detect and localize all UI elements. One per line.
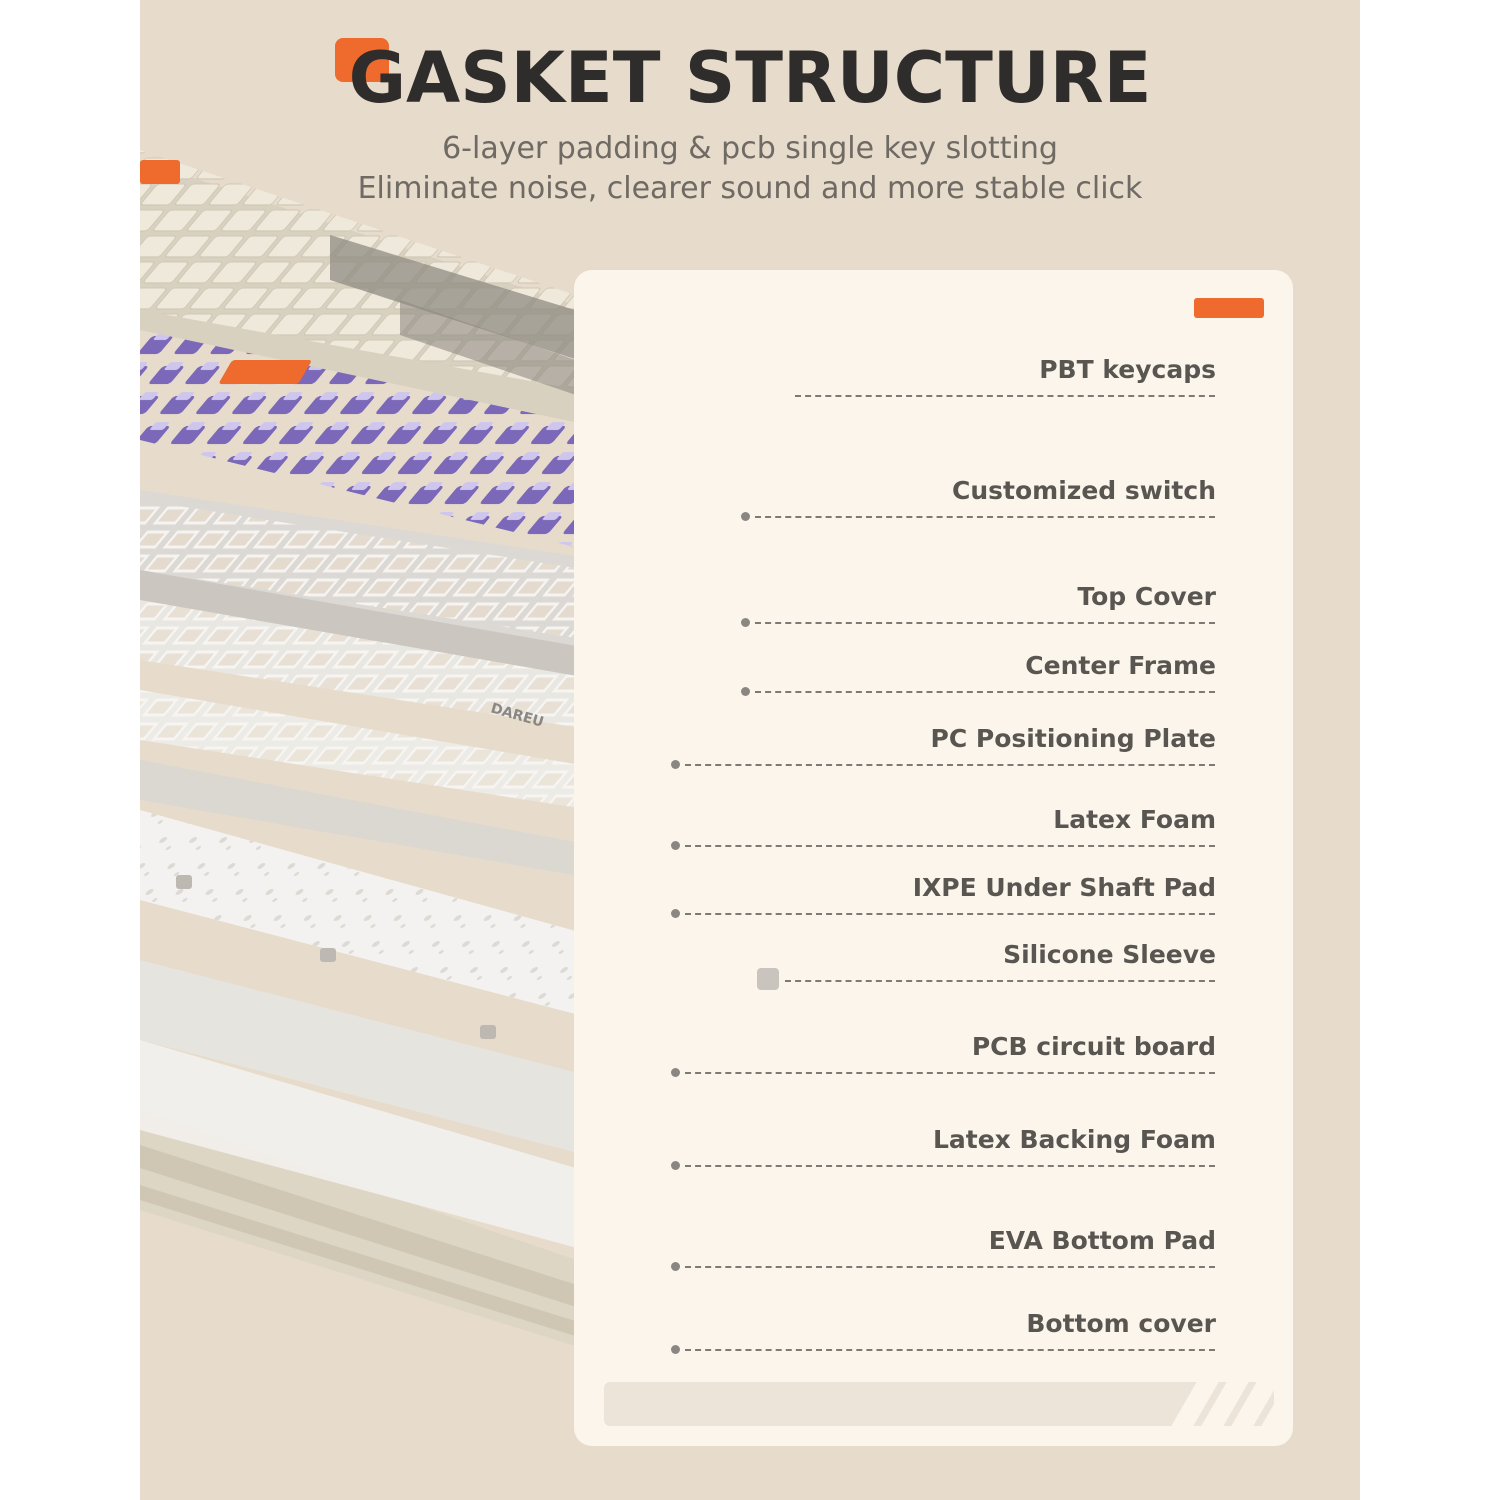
infographic-canvas: DAREU GASKET STRUCTURE 6-layer padding &…	[140, 0, 1360, 1500]
silicone-sleeve-piece	[320, 948, 336, 962]
leader-line-eva-pad	[685, 1266, 1215, 1268]
leader-line-ixpe-pad	[685, 913, 1215, 915]
accent-tab	[1194, 298, 1264, 318]
silicone-sleeve-piece	[176, 875, 192, 889]
layer-label-eva-bottom-pad: EVA Bottom Pad	[988, 1226, 1216, 1255]
page-title: GASKET STRUCTURE	[334, 30, 1151, 126]
leader-line-latex-foam	[685, 845, 1215, 847]
subtitle-line-1: 6-layer padding & pcb single key slottin…	[442, 131, 1058, 166]
leader-line-switch	[755, 516, 1215, 518]
leader-dot-pcb	[671, 1068, 680, 1077]
leader-line-keycaps	[795, 395, 1215, 397]
leader-dot-latex-backing	[671, 1161, 680, 1170]
leader-dot-latex-foam	[671, 841, 680, 850]
leader-dot-switch	[741, 512, 750, 521]
leader-line-latex-backing	[685, 1165, 1215, 1167]
layer-label-silicone-sleeve: Silicone Sleeve	[1003, 940, 1216, 969]
leader-line-pc-plate	[685, 764, 1215, 766]
silicone-sleeve-piece	[480, 1025, 496, 1039]
layer-label-pc-positioning-plate: PC Positioning Plate	[930, 724, 1216, 753]
leader-dot-top-cover	[741, 618, 750, 627]
leader-line-top-cover	[755, 622, 1215, 624]
title-accent-mark	[334, 38, 389, 82]
layer-label-center-frame: Center Frame	[1025, 651, 1216, 680]
layer-label-pcb-circuit-board: PCB circuit board	[971, 1032, 1216, 1061]
header: GASKET STRUCTURE 6-layer padding & pcb s…	[140, 30, 1360, 206]
leader-line-bottom-cover	[685, 1349, 1215, 1351]
leader-dot-eva-pad	[671, 1262, 680, 1271]
decorative-stripes	[604, 1382, 1274, 1426]
layer-label-latex-backing-foam: Latex Backing Foam	[932, 1125, 1216, 1154]
layer-label-ixpe-under-shaft-pad: IXPE Under Shaft Pad	[912, 873, 1216, 902]
layer-label-top-cover: Top Cover	[1077, 582, 1216, 611]
exploded-keyboard-illustration: DAREU	[140, 150, 830, 1410]
layer-label-bottom-cover: Bottom cover	[1026, 1309, 1216, 1338]
layer-label-customized-switch: Customized switch	[952, 476, 1216, 505]
layer-label-pbt-keycaps: PBT keycaps	[1039, 355, 1216, 384]
leader-dot-center-frame	[741, 687, 750, 696]
leader-line-center-frame	[755, 691, 1215, 693]
subtitle-line-2: Eliminate noise, clearer sound and more …	[357, 171, 1143, 206]
layer-legend-panel	[574, 270, 1293, 1446]
leader-dot-pc-plate	[671, 760, 680, 769]
layer-label-latex-foam: Latex Foam	[1053, 805, 1216, 834]
leader-dot-bottom-cover	[671, 1345, 680, 1354]
leader-dot-ixpe-pad	[671, 909, 680, 918]
silicone-sleeve-icon	[757, 968, 779, 990]
leader-line-pcb	[685, 1072, 1215, 1074]
leader-line-silicone-sleeve	[785, 980, 1215, 982]
